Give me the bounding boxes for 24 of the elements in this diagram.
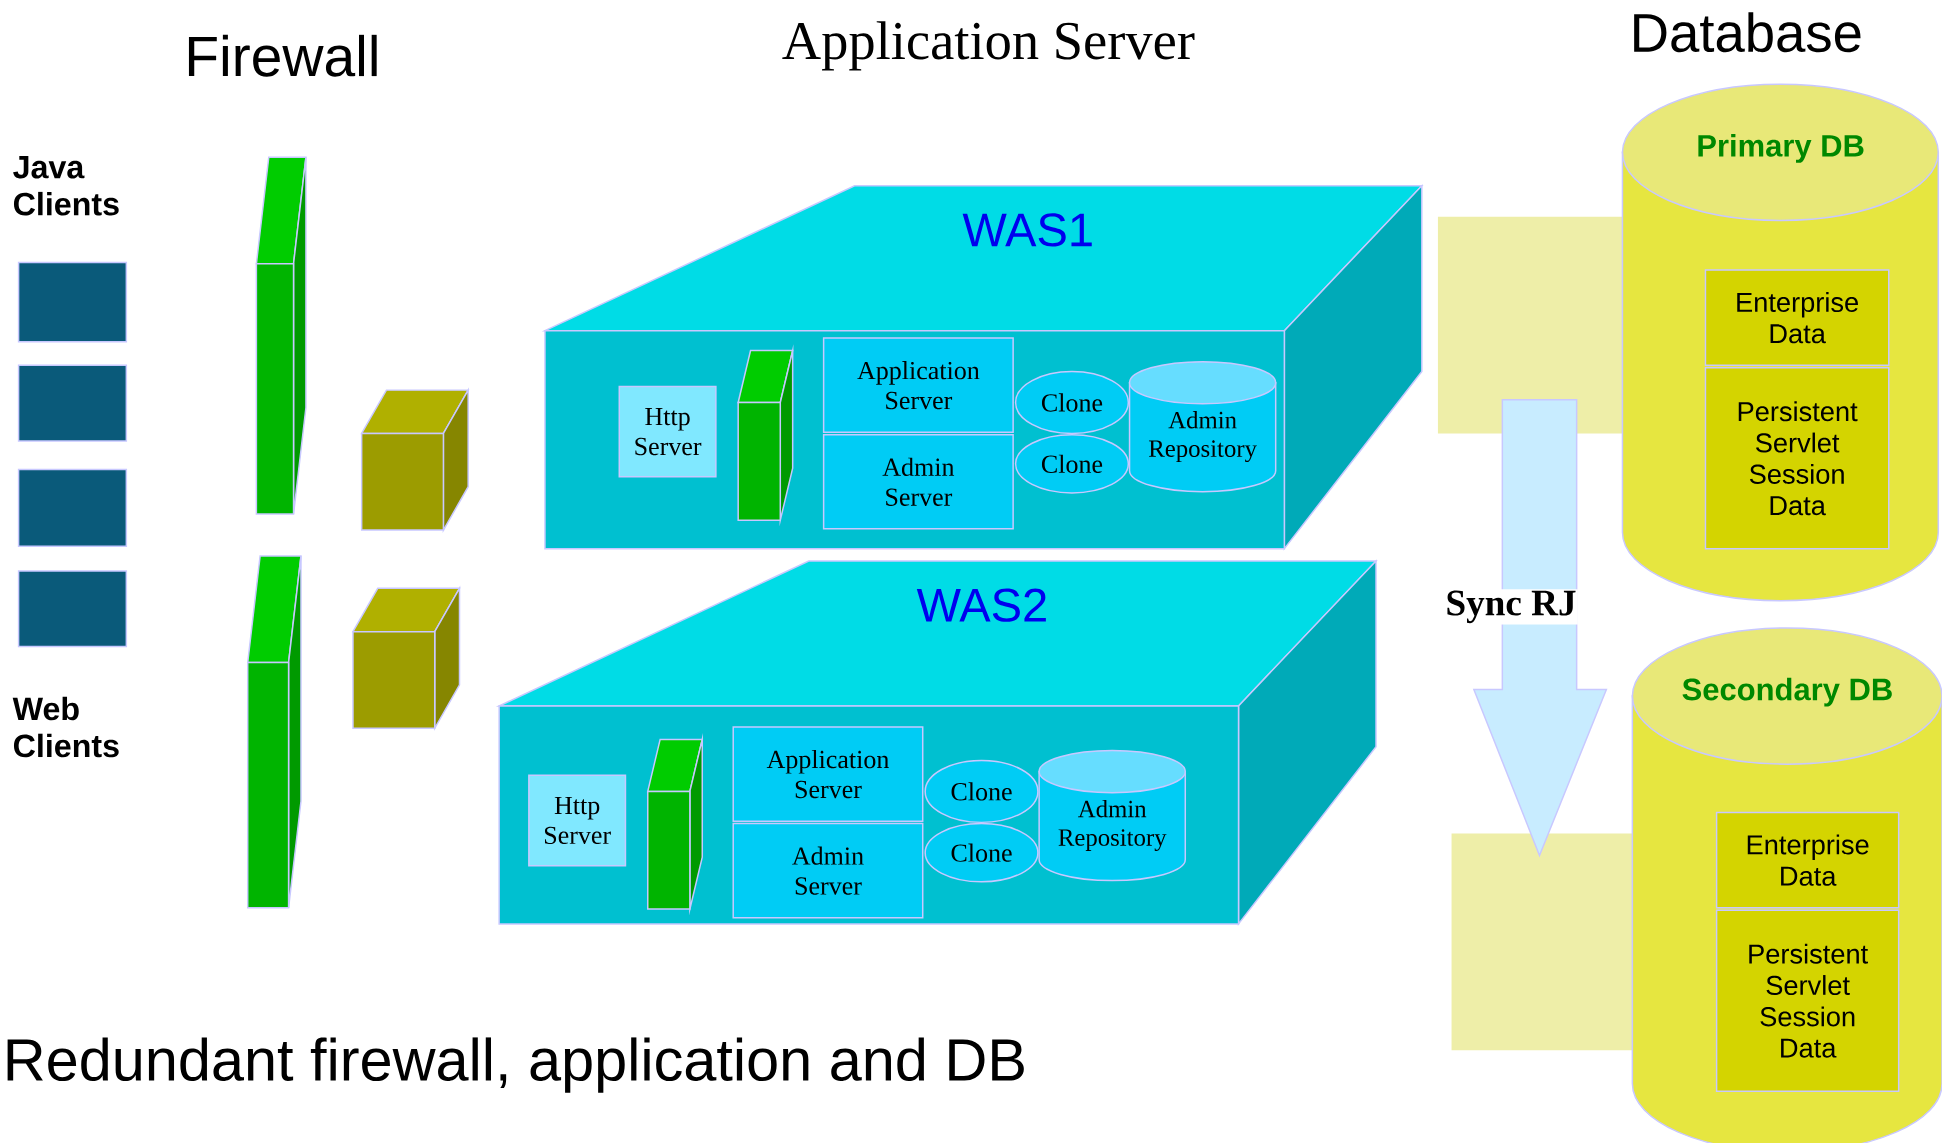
client-box [17, 570, 128, 648]
heading: Application Server [782, 21, 1195, 71]
heading: Database [1634, 12, 1861, 53]
edge-label: Sync RJ [1447, 590, 1576, 624]
client-box [17, 261, 128, 343]
component-box: Persistent Servlet Session Data [1704, 367, 1890, 550]
node-label: WAS2 [916, 588, 1046, 622]
block-arrow [1472, 398, 1608, 858]
component-box: Http Server [528, 774, 627, 867]
repository-cylinder: Admin Repository [1038, 749, 1187, 882]
firewall-slab [246, 555, 302, 909]
client-box [17, 364, 128, 442]
firewall-slab [255, 156, 307, 515]
component-box: Enterprise Data [1704, 269, 1890, 367]
heading: Firewall [188, 34, 377, 77]
client-label: Java Clients [13, 155, 119, 216]
caption: Redundant firewall, application and DB [7, 1037, 1024, 1093]
component-box: Http Server [618, 385, 717, 478]
client-label: Web Clients [12, 696, 119, 758]
component-box: Persistent Servlet Session Data [1715, 909, 1900, 1092]
node-label: WAS1 [962, 213, 1092, 247]
repository-cylinder: Admin Repository [1128, 360, 1277, 493]
component-box: Enterprise Data [1715, 811, 1900, 909]
client-box [17, 468, 128, 547]
